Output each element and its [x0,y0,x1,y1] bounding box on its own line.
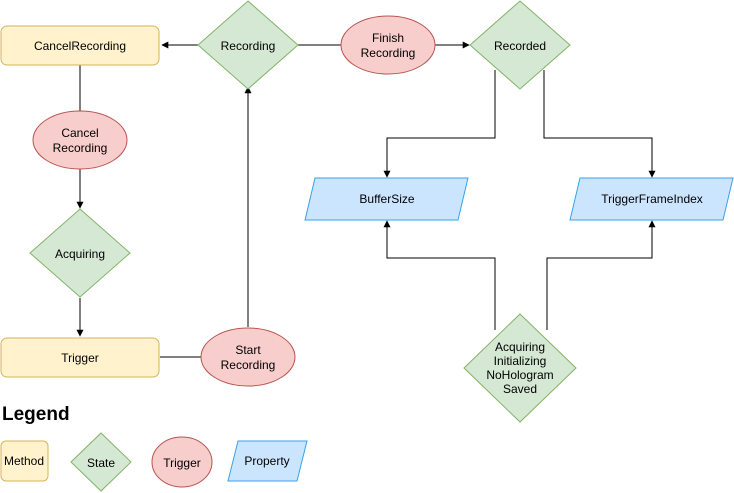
state-shape [70,432,132,492]
cancel-recording-label-line1: Cancel [61,126,98,140]
edge-multistate-to-buffersize [383,220,496,330]
acquiring-state: Acquiring [29,208,131,298]
multi-state-label-line4: Saved [503,382,537,396]
multi-state: Acquiring Initializing NoHologram Saved [463,313,577,423]
trigger-method: Trigger [0,337,160,378]
finish-recording-label-line1: Finish [372,31,404,45]
acquiring-label: Acquiring [55,247,105,261]
edge-multistate-to-triggerframeindex [546,220,656,330]
property-shape [304,177,469,221]
legend-method-label: Method [4,454,44,468]
finish-recording-label-line2: Recording [361,46,416,60]
property-shape [227,440,308,482]
trigger-shape [200,327,296,387]
recording-state: Recording [197,0,299,90]
legend-state: State [70,432,132,492]
legend-method: Method [0,440,49,482]
trigger-shape [151,436,213,488]
multi-state-label-line2: Initializing [494,354,547,368]
state-shape [469,0,571,90]
state-shape [29,208,131,298]
legend-property: Property [227,440,308,482]
recording-label: Recording [221,39,276,53]
buffersize-property: BufferSize [304,177,469,221]
legend-trigger: Trigger [151,436,213,488]
triggerframeindex-label: TriggerFrameIndex [601,192,703,206]
finish-recording-trigger: Finish Recording [340,15,436,75]
legend-trigger-label: Trigger [163,456,201,470]
start-recording-label-line2: Recording [221,358,276,372]
legend: Legend Method State Trigger Property [0,404,308,492]
trigger-shape [340,15,436,75]
start-recording-label-line1: Start [235,343,261,357]
edge-recorded-to-buffersize [383,70,496,178]
multi-state-label-line1: Acquiring [495,340,545,354]
legend-title: Legend [2,404,70,425]
cancelrecording-label: CancelRecording [34,39,126,53]
legend-state-label: State [87,456,115,470]
legend-property-label: Property [244,454,289,468]
triggerframeindex-property: TriggerFrameIndex [569,177,734,221]
edges [76,41,656,358]
cancelrecording-method: CancelRecording [0,25,160,66]
method-shape [0,25,160,66]
method-shape [0,337,160,378]
trigger-shape [32,110,128,170]
cancel-recording-label-line2: Recording [53,141,108,155]
property-shape [569,177,734,221]
state-shape [197,0,299,90]
recorded-state: Recorded [469,0,571,90]
trigger-method-label: Trigger [61,351,99,365]
method-shape [0,440,49,482]
edge-recorded-to-triggerframeindex [543,70,656,178]
recorded-label: Recorded [494,39,546,53]
state-shape [463,313,577,423]
cancel-recording-trigger: Cancel Recording [32,110,128,170]
buffersize-label: BufferSize [359,192,414,206]
start-recording-trigger: Start Recording [200,327,296,387]
multi-state-label-line3: NoHologram [486,368,553,382]
